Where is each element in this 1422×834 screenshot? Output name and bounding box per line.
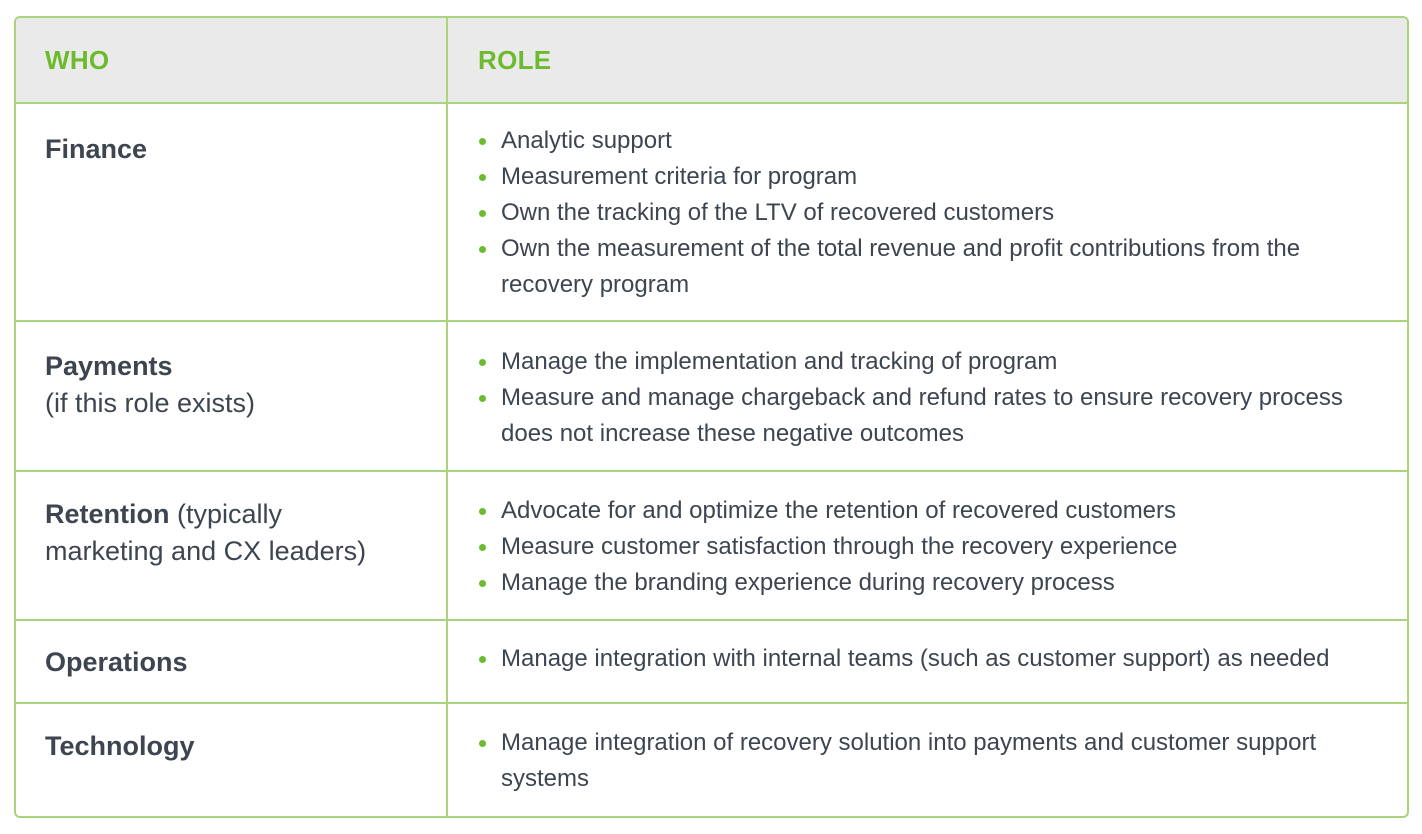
who-note: (typically (169, 499, 283, 529)
role-cell: Advocate for and optimize the retention … (446, 472, 1407, 619)
who-cell: Payments (if this role exists) (16, 322, 446, 470)
table-header-row: WHO ROLE (16, 18, 1407, 104)
role-list: Advocate for and optimize the retention … (476, 493, 1397, 601)
role-item: Own the measurement of the total revenue… (476, 231, 1397, 303)
role-header-label: ROLE (478, 45, 552, 75)
role-list: Manage integration of recovery solution … (476, 725, 1397, 797)
table-row-technology: Technology Manage integration of recover… (16, 704, 1407, 816)
role-cell: Manage the implementation and tracking o… (446, 322, 1407, 470)
who-label: Retention (typically marketing and CX le… (45, 496, 366, 570)
table-row-retention: Retention (typically marketing and CX le… (16, 472, 1407, 621)
who-name: Technology (45, 731, 195, 761)
who-cell: Technology (16, 704, 446, 816)
role-item: Analytic support (476, 123, 1397, 159)
who-name: Payments (45, 351, 173, 381)
table-row-operations: Operations Manage integration with inter… (16, 621, 1407, 704)
who-cell: Finance (16, 104, 446, 320)
who-name: Finance (45, 134, 148, 164)
who-cell: Operations (16, 621, 446, 702)
role-list: Analytic support Measurement criteria fo… (476, 123, 1397, 303)
table-row-finance: Finance Analytic support Measurement cri… (16, 104, 1407, 322)
who-label: Payments (if this role exists) (45, 348, 255, 422)
role-item: Manage integration of recovery solution … (476, 725, 1397, 797)
table-row-payments: Payments (if this role exists) Manage th… (16, 322, 1407, 472)
role-cell: Analytic support Measurement criteria fo… (446, 104, 1407, 320)
who-note-line2: marketing and CX leaders) (45, 536, 367, 566)
role-item: Measurement criteria for program (476, 159, 1397, 195)
who-label: Finance (45, 131, 147, 168)
role-list: Manage the implementation and tracking o… (476, 344, 1397, 452)
who-cell: Retention (typically marketing and CX le… (16, 472, 446, 619)
role-item: Own the tracking of the LTV of recovered… (476, 195, 1397, 231)
role-header-cell: ROLE (446, 18, 1407, 102)
role-list: Manage integration with internal teams (… (476, 641, 1397, 677)
role-item: Manage integration with internal teams (… (476, 641, 1397, 677)
role-item: Measure and manage chargeback and refund… (476, 380, 1397, 452)
role-item: Measure customer satisfaction through th… (476, 529, 1397, 565)
who-name: Retention (45, 499, 170, 529)
role-item: Manage the implementation and tracking o… (476, 344, 1397, 380)
role-item: Manage the branding experience during re… (476, 565, 1397, 601)
who-label: Operations (45, 644, 188, 681)
who-header-cell: WHO (16, 18, 446, 102)
role-cell: Manage integration with internal teams (… (446, 621, 1407, 702)
role-item: Advocate for and optimize the retention … (476, 493, 1397, 529)
who-note: (if this role exists) (45, 388, 256, 418)
who-header-label: WHO (45, 45, 110, 75)
who-name: Operations (45, 647, 188, 677)
who-label: Technology (45, 728, 195, 765)
roles-table: WHO ROLE Finance Analytic support Measur… (14, 16, 1409, 818)
role-cell: Manage integration of recovery solution … (446, 704, 1407, 816)
